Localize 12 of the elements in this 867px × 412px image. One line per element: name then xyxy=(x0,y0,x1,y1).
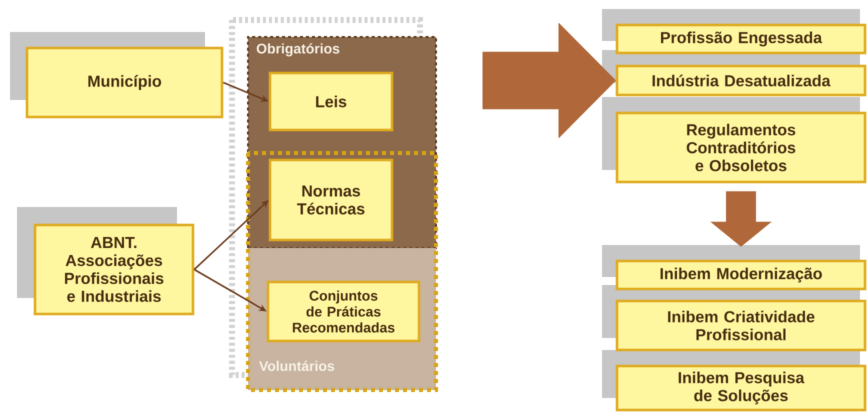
text-box: Conjuntos de Práticas Recomendadas xyxy=(266,280,420,342)
text-box: Leis xyxy=(268,72,394,132)
text-box: Município xyxy=(26,46,224,118)
text-box: ABNT. Associações Profissionais e Industriais xyxy=(34,224,194,316)
text-box: Inibem Modernização xyxy=(616,260,866,290)
text-box: Indústria Desatualizada xyxy=(616,64,866,96)
text-box: Regulamentos Contraditórios e Obsoletos xyxy=(616,112,866,184)
text-box: Inibem Pesquisa de Soluções xyxy=(616,364,866,412)
block-arrow xyxy=(482,22,616,138)
text-box: Profissão Engessada xyxy=(616,24,866,54)
text-box: Inibem Criatividade Profissional xyxy=(616,300,866,352)
text-box: Normas Técnicas xyxy=(268,158,394,242)
